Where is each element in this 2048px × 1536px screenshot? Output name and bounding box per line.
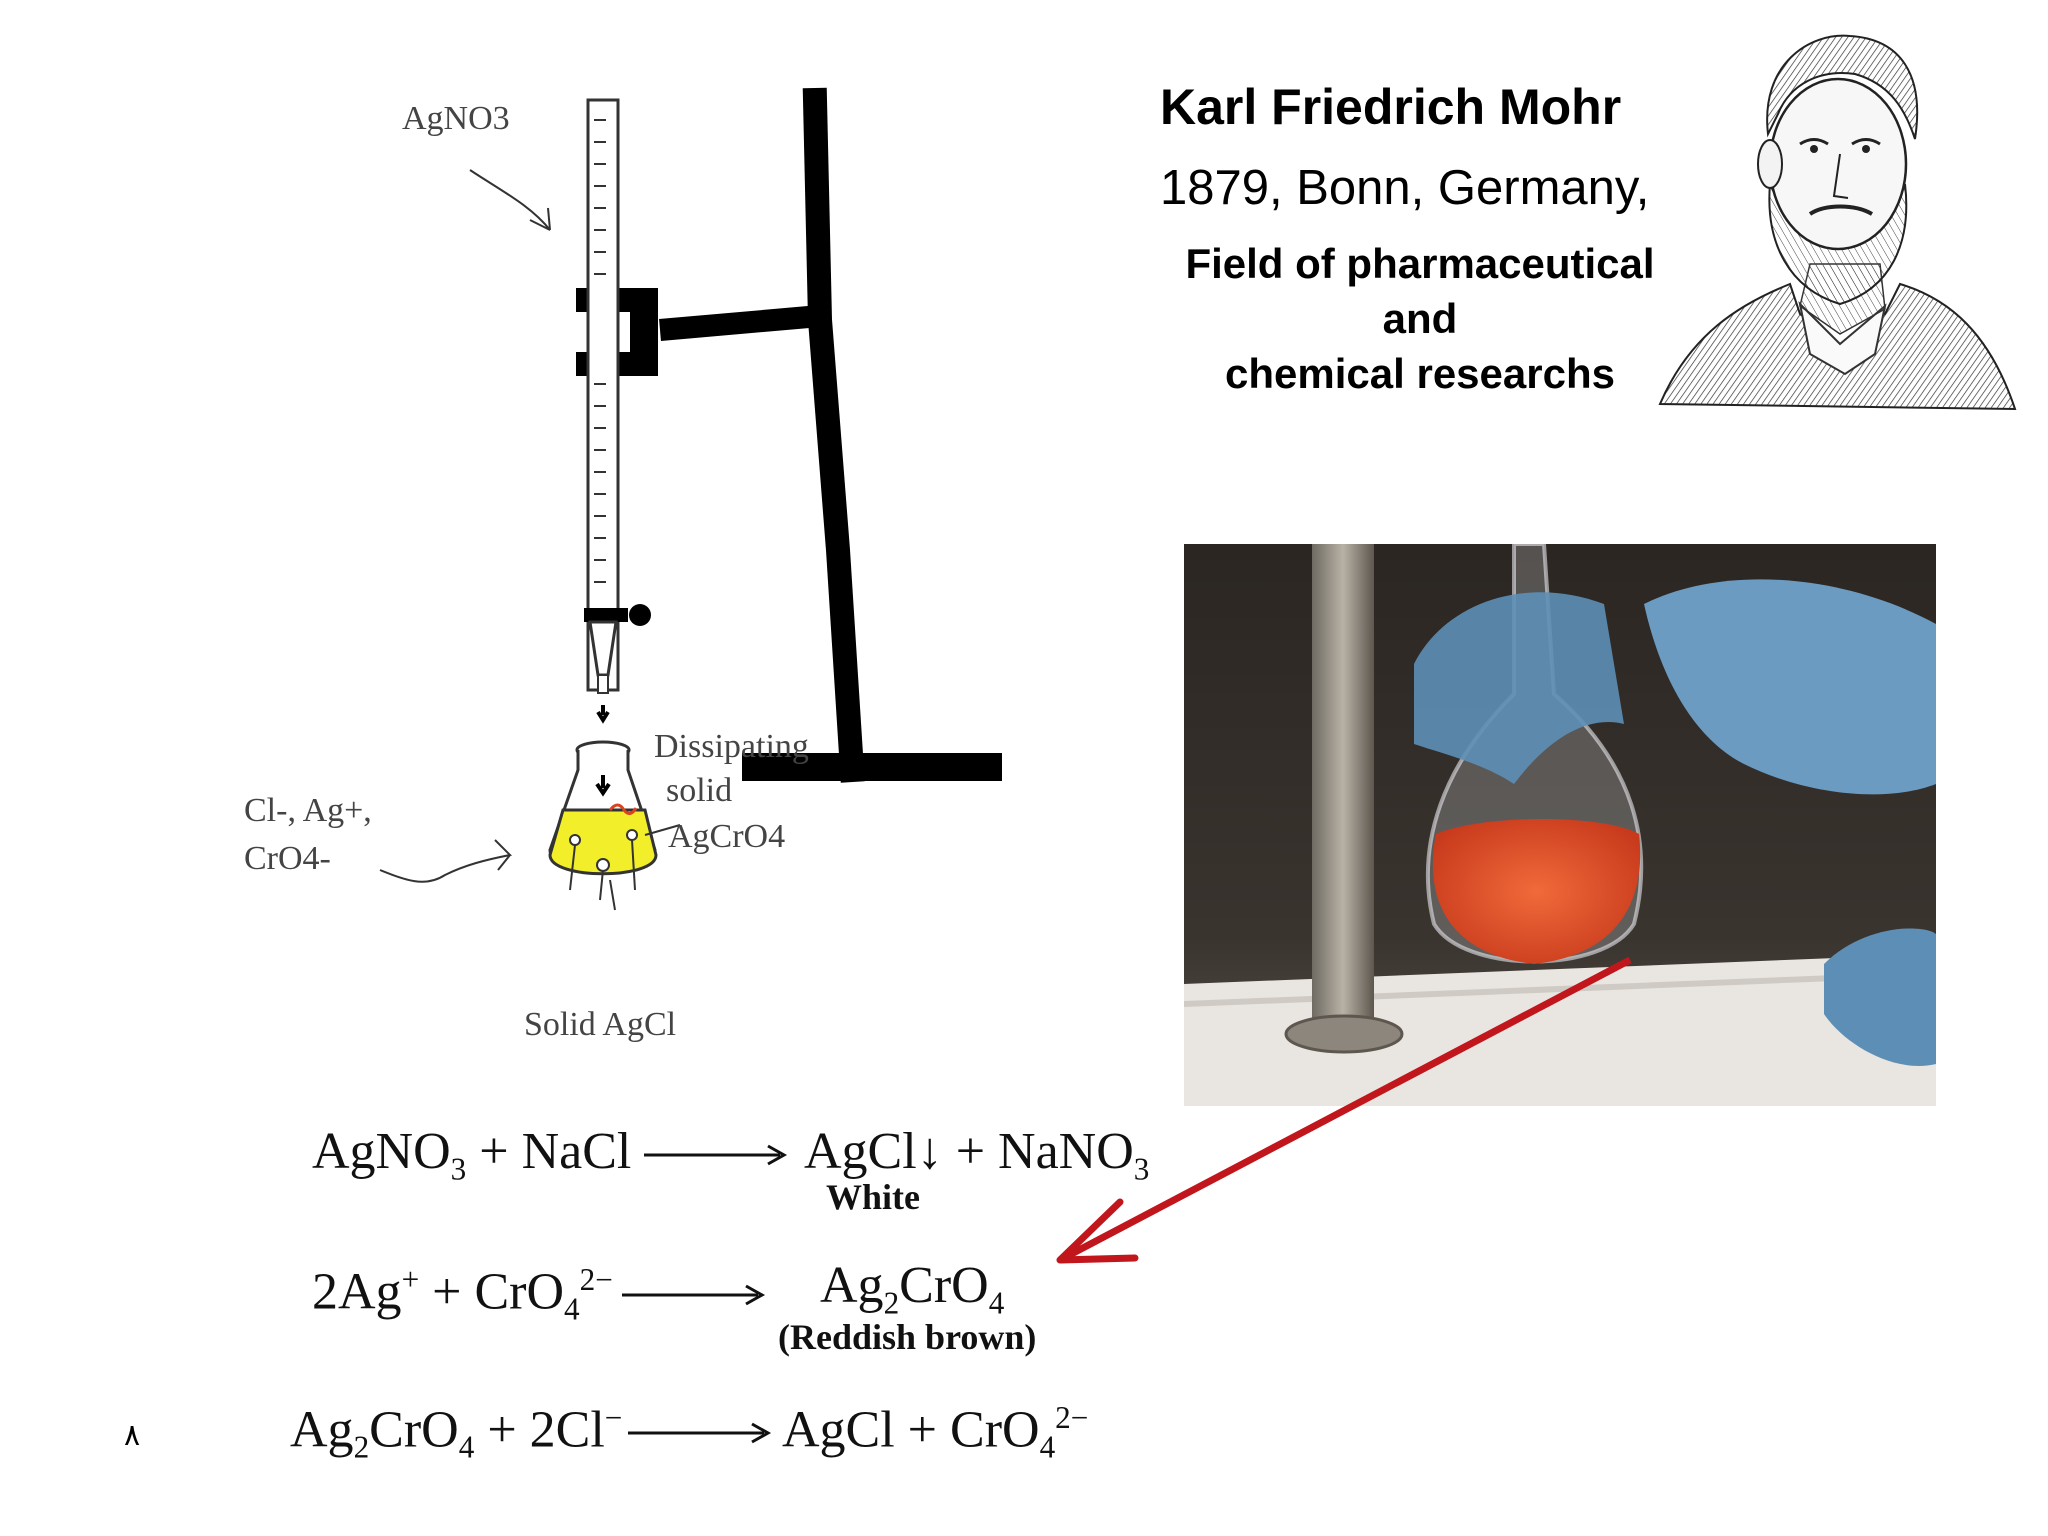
titration-flask-photo xyxy=(1184,544,1936,1106)
eq2-ag2: Ag xyxy=(820,1257,884,1314)
author-year-place: 1879, Bonn, Germany, xyxy=(1160,161,1650,215)
eq2-charge: 2− xyxy=(579,1262,613,1297)
eq2-cro: + CrO xyxy=(419,1263,565,1321)
red-arrow xyxy=(1056,956,1632,1264)
burette-graduations xyxy=(594,119,606,583)
eq3-rhs-sub: 4 xyxy=(1039,1429,1056,1465)
clamp-arm xyxy=(659,305,821,341)
titrant-pointer xyxy=(469,169,551,231)
equation-1-lhs: AgNO3 + NaCl xyxy=(312,1122,631,1187)
ions-pointer xyxy=(379,839,513,883)
eq1-agno3: AgNO xyxy=(312,1123,451,1180)
label-agcro4: AgCrO4 xyxy=(668,818,786,855)
eq1-nano3: + NaNO xyxy=(942,1123,1134,1180)
stand-base xyxy=(742,753,1002,781)
field-line-3: chemical researchs xyxy=(1225,350,1615,397)
stand-rod xyxy=(1312,544,1374,1024)
equation-2-note: (Reddish brown) xyxy=(778,1317,1037,1357)
equation-2-lhs: 2Ag+ + CrO42− xyxy=(312,1262,613,1328)
eq2-rhs-sub2: 4 xyxy=(988,1285,1005,1321)
label-solid-agcl: Solid AgCl xyxy=(524,1006,677,1043)
research-field: Field of pharmaceutical and chemical res… xyxy=(1160,236,1680,401)
eq1-rhs-sub: 3 xyxy=(1133,1151,1150,1187)
mohr-portrait-engraving xyxy=(1658,34,2017,411)
stopcock xyxy=(584,608,628,622)
label-ions-line2: CrO4- xyxy=(244,840,331,877)
eq2-sub: 4 xyxy=(564,1291,580,1327)
label-solid: solid xyxy=(666,772,733,809)
eq3-charge: − xyxy=(604,1400,623,1435)
stand-pole xyxy=(802,87,865,783)
eq3-ag: Ag xyxy=(290,1401,354,1459)
label-ions-line1: Cl-, Ag+, xyxy=(244,792,372,829)
eq3-sub1: 2 xyxy=(353,1429,370,1465)
eq3-cl: + 2Cl xyxy=(474,1401,605,1459)
equation-1-arrow xyxy=(644,1144,788,1166)
eq2-ag: 2Ag xyxy=(312,1263,402,1321)
eq3-agcl-cro: AgCl + CrO xyxy=(782,1401,1040,1459)
field-line-1: Field of pharmaceutical xyxy=(1185,240,1655,287)
drop-arrow-1 xyxy=(596,705,610,724)
precipitate-down-arrow: ↓ xyxy=(916,1123,943,1180)
agcro4-pointer xyxy=(644,824,681,836)
label-agno3: AgNO3 xyxy=(402,100,510,137)
author-name: Karl Friedrich Mohr xyxy=(1160,79,1622,135)
equation-3-lhs: Ag2CrO4 + 2Cl− xyxy=(290,1400,622,1466)
red-precipitate xyxy=(608,803,638,815)
eq3-cro: CrO xyxy=(369,1401,459,1459)
eq1-nacl: + NaCl xyxy=(466,1123,632,1180)
eq1-sub: 3 xyxy=(450,1151,467,1187)
equation-1-note: White xyxy=(826,1177,920,1217)
yellow-solution xyxy=(548,808,658,876)
equation-2-rhs: Ag2CrO4 xyxy=(820,1256,1004,1321)
field-line-2: and xyxy=(1382,295,1458,342)
blue-glove-left xyxy=(1414,592,1624,784)
eq2-sup: + xyxy=(401,1262,420,1297)
reddish-brown-solution xyxy=(1432,819,1641,964)
label-dissipating: Dissipating xyxy=(654,728,809,765)
titration-apparatus-diagram xyxy=(379,87,1002,911)
page-number: ٨ xyxy=(124,1419,141,1452)
equation-3-arrow xyxy=(628,1422,772,1444)
eq2-rhs-sub1: 2 xyxy=(883,1285,900,1321)
eq3-rhs-charge: 2− xyxy=(1055,1400,1089,1435)
equation-1-rhs: AgCl↓ + NaNO3 xyxy=(804,1122,1149,1187)
clamp-body xyxy=(630,288,658,376)
equation-3-rhs: AgCl + CrO42− xyxy=(782,1400,1088,1466)
eq2-cro4: CrO xyxy=(899,1257,989,1314)
burette-tube xyxy=(586,98,620,692)
equation-2-arrow xyxy=(622,1284,766,1306)
blue-glove-bottom xyxy=(1824,928,1936,1066)
stopcock-handle xyxy=(629,604,651,626)
blue-glove-right xyxy=(1644,579,1936,795)
eq3-sub2: 4 xyxy=(458,1429,475,1465)
conical-flask xyxy=(548,740,658,911)
eq1-agcl: AgCl xyxy=(804,1123,917,1180)
